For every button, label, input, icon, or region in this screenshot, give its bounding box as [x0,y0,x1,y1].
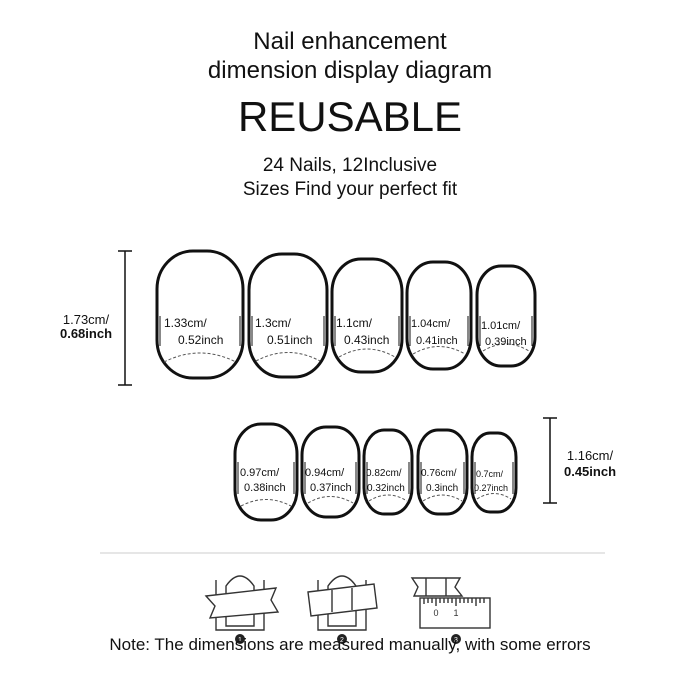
step-2-badge: 2 [337,634,347,644]
nail-10-cm: 0.7cm/ [476,469,504,479]
row2-height-inch: 0.45inch [564,464,616,479]
ruler-label-0: 0 [433,608,438,618]
nail-8-inch: 0.32inch [367,483,405,494]
row1-height-inch: 0.68inch [60,326,112,341]
title-line-1: Nail enhancement [253,28,447,55]
nail-4-cm: 1.04cm/ [411,318,451,330]
svg-text:3: 3 [454,637,458,644]
nail-9: 0.76cm/ 0.3inch [416,428,469,516]
step-1-illustration [204,575,280,631]
nail-10: 0.7cm/ 0.27inch [470,431,518,514]
nail-6-cm: 0.97cm/ [240,467,280,479]
nail-7-cm: 0.94cm/ [305,467,345,479]
nail-4-inch: 0.41inch [416,335,458,347]
nail-8-cm: 0.82cm/ [366,468,402,479]
step-2-illustration [307,575,378,631]
nail-5: 1.01cm/ 0.39inch [475,264,537,368]
step-1-badge: 1 [235,634,245,644]
title-line-2: dimension display diagram [207,57,493,84]
svg-text:2: 2 [340,637,344,644]
row1-height-cm: 1.73cm/ [63,312,110,327]
nail-1: 1.33cm/ 0.52inch [155,249,245,380]
nail-9-inch: 0.3inch [426,483,458,494]
step-3-badge: 3 [451,634,461,644]
nail-10-inch: 0.27inch [474,483,508,493]
nail-3-cm: 1.1cm/ [336,316,373,330]
subtitle-line-1: 24 Nails, 12Inclusive [262,155,438,176]
nail-2-inch: 0.51inch [267,333,312,347]
nail-1-cm: 1.33cm/ [164,316,207,330]
nail-2: 1.3cm/ 0.51inch [247,252,329,379]
nail-7-inch: 0.37inch [310,482,352,494]
nail-6: 0.97cm/ 0.38inch [233,422,299,522]
subtitle-line-2: Sizes Find your perfect fit [242,179,458,200]
headline-reusable: REUSABLE [237,93,463,140]
nail-7: 0.94cm/ 0.37inch [300,425,361,519]
row2-height-cm: 1.16cm/ [567,448,614,463]
nail-4: 1.04cm/ 0.41inch [405,260,473,371]
nail-3: 1.1cm/ 0.43inch [330,257,404,374]
step-3-illustration [410,577,491,629]
svg-text:1: 1 [238,637,242,644]
ruler-label-1: 1 [453,608,458,618]
nail-5-inch: 0.39inch [485,336,527,348]
row2-height-bracket [543,417,557,504]
nail-3-inch: 0.43inch [344,333,389,347]
nail-8: 0.82cm/ 0.32inch [362,428,414,516]
nail-9-cm: 0.76cm/ [421,468,457,479]
nail-2-cm: 1.3cm/ [255,316,292,330]
nail-6-inch: 0.38inch [244,482,286,494]
nail-1-inch: 0.52inch [178,333,223,347]
nail-5-cm: 1.01cm/ [481,320,521,332]
footer-note: Note: The dimensions are measured manual… [109,635,591,654]
row1-height-bracket [118,250,132,386]
